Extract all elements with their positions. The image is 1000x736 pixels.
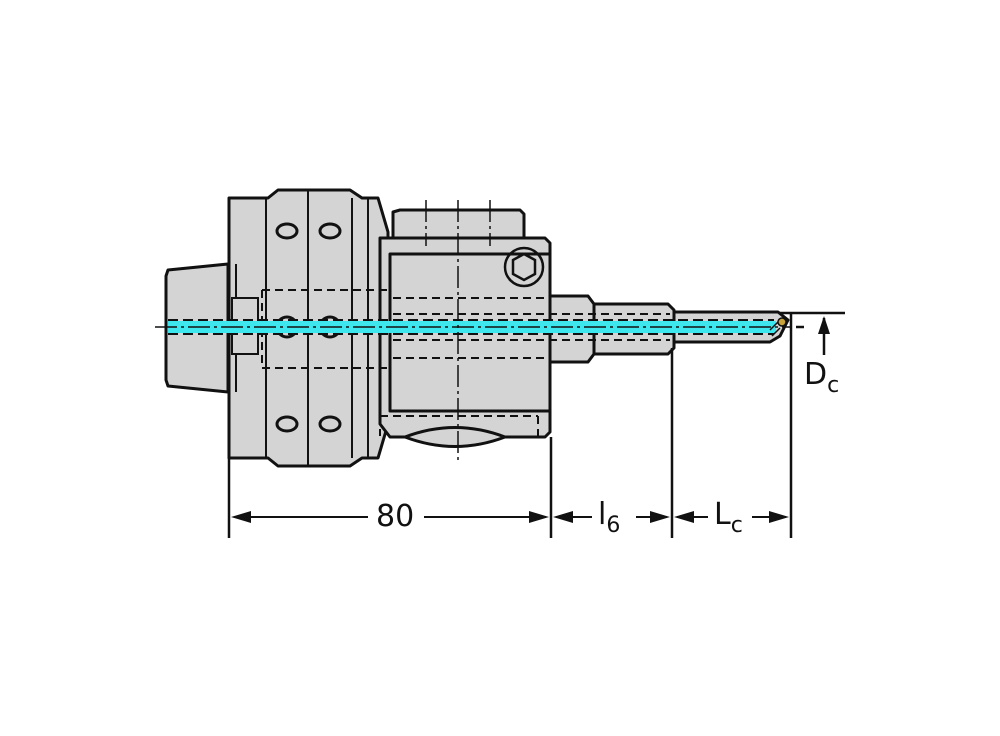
dimension-subscript: c: [827, 373, 840, 398]
dimension-symbol: D: [804, 357, 828, 392]
cutting-insert: [769, 317, 787, 337]
dimension-subscript: 6: [606, 513, 621, 538]
dimension-dc: Dc: [800, 357, 843, 397]
hex-screw-icon: [503, 246, 545, 288]
bottom-lens: [403, 426, 507, 448]
dimension-value: 80: [376, 499, 415, 534]
dimension-l6: l6: [594, 497, 625, 537]
dimension-symbol: L: [714, 497, 731, 532]
dimension-lc: Lc: [710, 497, 747, 537]
dimension-subscript: c: [730, 513, 743, 538]
dimension-arrows: [231, 316, 830, 523]
dimension-overall-length: 80: [372, 499, 419, 534]
dimension-symbol: l: [598, 497, 607, 532]
